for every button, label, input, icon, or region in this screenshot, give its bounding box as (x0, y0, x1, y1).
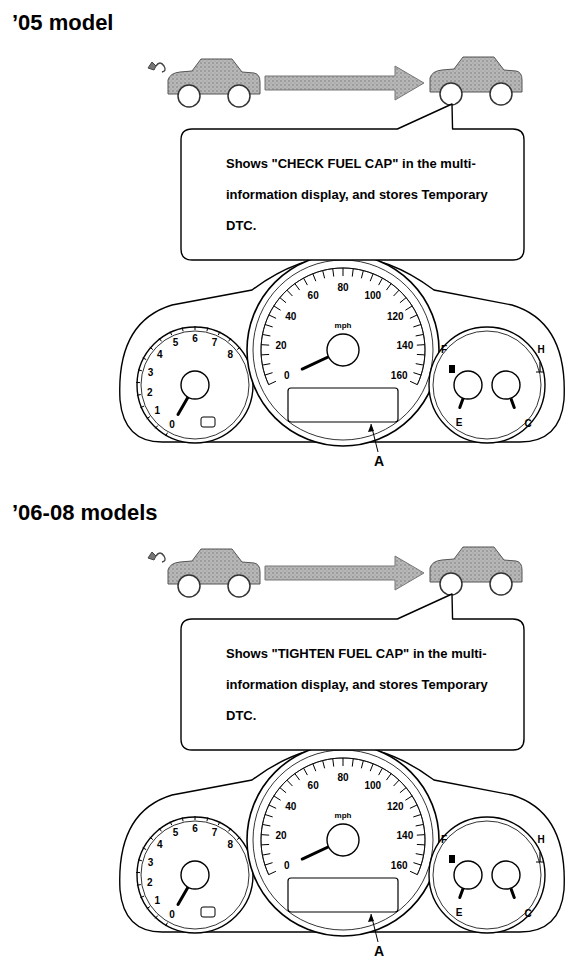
direction-arrow (265, 556, 424, 590)
tachometer-number: 0 (169, 910, 175, 920)
speedometer-number: 0 (284, 371, 290, 381)
speedometer-number: 160 (391, 861, 408, 871)
tachometer-number: 3 (148, 368, 154, 378)
car-icon (430, 57, 522, 105)
speedometer-number: 100 (364, 291, 381, 301)
gauge-letter: E (456, 908, 463, 918)
speedometer-number: 60 (308, 781, 319, 791)
car-icon (430, 547, 522, 595)
tachometer-number: 2 (147, 388, 153, 398)
callout-text: Shows "TIGHTEN FUEL CAP" in the multi-in… (226, 638, 495, 731)
tachometer-number: 3 (148, 858, 154, 868)
callout-text: Shows "CHECK FUEL CAP" in the multi-info… (226, 148, 495, 241)
gauge-letter: C (524, 909, 531, 919)
tachometer-number: 7 (212, 828, 218, 838)
speedometer-number: 80 (337, 773, 348, 783)
tachometer-number: 5 (173, 828, 179, 838)
gauge-letter: E (456, 418, 463, 428)
callout-letter: A (374, 944, 384, 958)
tachometer-number: 7 (212, 338, 218, 348)
multi-information-display (288, 878, 398, 912)
speedometer-number: 140 (397, 831, 414, 841)
speedometer-number: 100 (364, 781, 381, 791)
section-illustration (120, 547, 565, 942)
speedometer-number: 40 (285, 312, 296, 322)
speedometer-number: 140 (397, 341, 414, 351)
gauge-letter: H (537, 835, 544, 845)
tachometer-number: 8 (227, 840, 233, 850)
tachometer-number: 4 (157, 840, 163, 850)
multi-information-display (288, 388, 398, 422)
speedometer-number: 120 (387, 312, 404, 322)
gauge-letter: C (524, 419, 531, 429)
speedometer-number: 80 (337, 283, 348, 293)
unit-label: mph (335, 812, 352, 820)
section-heading: ’06-08 models (12, 502, 158, 524)
speedometer-number: 20 (276, 831, 287, 841)
callout-box: Shows "CHECK FUEL CAP" in the multi-info… (180, 128, 525, 261)
speedometer-number: 160 (391, 371, 408, 381)
tachometer-number: 1 (155, 406, 161, 416)
callout-box: Shows "TIGHTEN FUEL CAP" in the multi-in… (180, 618, 525, 751)
car-icon (168, 549, 260, 597)
key-icon (148, 552, 165, 562)
callout-letter: A (374, 454, 384, 468)
direction-arrow (265, 66, 424, 100)
tachometer-number: 0 (169, 420, 175, 430)
gauge-letter: F (441, 345, 447, 355)
speedometer-number: 0 (284, 861, 290, 871)
car-icon (168, 59, 260, 107)
speedometer-number: 20 (276, 341, 287, 351)
tachometer-number: 5 (173, 338, 179, 348)
tachometer-number: 8 (227, 350, 233, 360)
tachometer-number: 6 (192, 824, 198, 834)
gauge-letter: H (537, 345, 544, 355)
instrument-cluster (120, 744, 565, 942)
section-illustration (120, 57, 565, 452)
tachometer-number: 2 (147, 878, 153, 888)
gauge-letter: F (441, 835, 447, 845)
speedometer-number: 40 (285, 802, 296, 812)
unit-label: mph (335, 322, 352, 330)
tachometer-number: 4 (157, 350, 163, 360)
key-icon (148, 62, 165, 72)
speedometer-number: 120 (387, 802, 404, 812)
tachometer-number: 6 (192, 334, 198, 344)
tachometer-number: 1 (155, 896, 161, 906)
section-heading: ’05 model (12, 12, 113, 34)
instrument-cluster (120, 254, 565, 452)
speedometer-number: 60 (308, 291, 319, 301)
